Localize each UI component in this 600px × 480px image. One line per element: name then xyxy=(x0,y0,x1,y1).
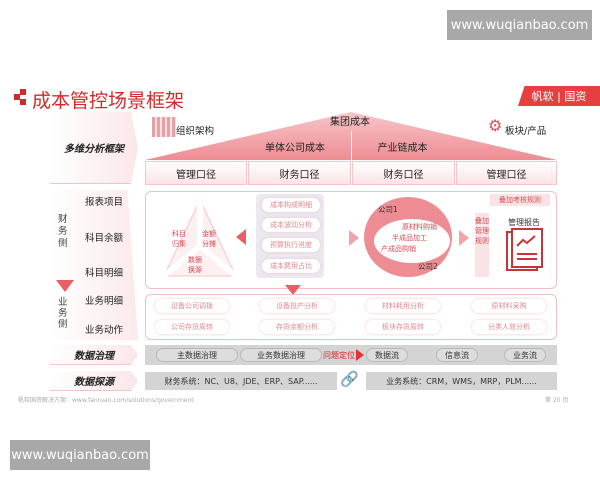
assess-box: 叠加考核规则 xyxy=(490,194,550,206)
right-arrow-icon xyxy=(459,230,469,246)
flow-item[interactable]: 信息流 xyxy=(436,348,478,362)
report-icon xyxy=(506,228,543,271)
biz-item[interactable]: 板块存货周转 xyxy=(366,320,440,334)
biz-item[interactable]: 分类人效分析 xyxy=(472,320,546,334)
roof-top: 集团成本 xyxy=(330,116,370,128)
page-title: 成本管控场景框架 xyxy=(32,90,185,112)
biz-item[interactable]: 设备公司调拨 xyxy=(155,299,229,313)
triangle-b: 金额分摊 xyxy=(202,230,216,248)
locate-label: 问题定位 xyxy=(323,351,355,360)
left-arrow-icon xyxy=(236,229,246,245)
side-bg xyxy=(50,190,138,340)
biz-item[interactable]: 设备投产分析 xyxy=(260,299,334,313)
building-icon xyxy=(152,117,176,137)
gov-item[interactable]: 主数据治理 xyxy=(156,348,238,362)
brand-logo: 帆软 | 国资 xyxy=(518,86,600,106)
finance-item: 科目明细 xyxy=(85,268,124,279)
kou-item: 管理口径 xyxy=(145,161,247,185)
biz-item[interactable]: 公司存货周转 xyxy=(155,320,229,334)
down-arrow-icon xyxy=(56,280,74,292)
flow-item[interactable]: 业务流 xyxy=(504,348,546,362)
analysis-item[interactable]: 成本构成明细 xyxy=(262,198,320,212)
footer: 帆软国资解决方案：www.fanruan.com/solutions/gover… xyxy=(18,397,194,404)
company-ellipse xyxy=(364,197,452,277)
finance-item: 报表项目 xyxy=(85,197,124,208)
org-label: 组织架构 xyxy=(176,126,215,137)
business-side-label: 业务侧 xyxy=(58,297,68,330)
triangle-c: 数据换源 xyxy=(188,256,202,274)
biz-item[interactable]: 材料耗用分析 xyxy=(366,299,440,313)
label-text: 多维分析框架 xyxy=(64,144,124,155)
ellipse-item: 原材料购销 xyxy=(402,223,437,231)
report-label: 管理报告 xyxy=(508,218,540,227)
label-source: 数据探源 xyxy=(50,371,138,391)
flow-item[interactable]: 数据流 xyxy=(366,348,408,362)
analysis-item[interactable]: 成本费用占比 xyxy=(262,259,320,273)
biz-item[interactable]: 原材料采购 xyxy=(472,299,546,313)
label-multi: 多维分析框架 xyxy=(50,112,138,184)
kou-item: 财务口径 xyxy=(352,161,455,185)
kou-item: 财务口径 xyxy=(248,161,351,185)
triangle-a: 科目归集 xyxy=(172,230,186,248)
analysis-item[interactable]: 成本波动分析 xyxy=(262,218,320,232)
rule-box: 叠加管理规则 xyxy=(475,213,489,277)
analysis-item[interactable]: 预算执行进度 xyxy=(262,238,320,252)
ellipse-item: 产成品购销 xyxy=(381,245,416,253)
right-arrow-icon xyxy=(356,349,364,361)
biz-item[interactable]: 存货余额分析 xyxy=(260,320,334,334)
watermark: www.wuqianbao.com xyxy=(447,10,592,40)
link-icon: 🔗 xyxy=(340,370,359,388)
divider xyxy=(351,131,352,161)
business-item: 业务明细 xyxy=(85,296,124,307)
ellipse-item: 半成品加工 xyxy=(392,234,427,242)
company-1: 公司1 xyxy=(378,205,398,214)
right-arrow-icon xyxy=(349,230,359,246)
robot-arm-icon: ⚙ xyxy=(488,116,503,135)
product-label: 板块/产品 xyxy=(505,126,547,137)
kou-item: 管理口径 xyxy=(456,161,557,185)
roof-left: 单体公司成本 xyxy=(265,142,325,154)
logo-icon xyxy=(14,89,26,105)
label-text: 数据治理 xyxy=(74,351,114,362)
business-item: 业务动作 xyxy=(85,325,124,336)
down-arrow-icon xyxy=(285,285,301,295)
label-text: 数据探源 xyxy=(74,377,114,388)
watermark: www.wuqianbao.com xyxy=(10,440,150,470)
finance-side-label: 财务侧 xyxy=(58,214,68,249)
label-governance: 数据治理 xyxy=(50,345,138,365)
triangle-diagram xyxy=(162,198,238,279)
finance-item: 科目余额 xyxy=(85,233,124,244)
roof-right: 产业链成本 xyxy=(377,142,428,154)
gov-item[interactable]: 业务数据治理 xyxy=(240,348,322,362)
finance-systems: 财务系统：NC、U8、JDE、ERP、SAP...... xyxy=(145,372,337,390)
company-2: 公司2 xyxy=(418,262,438,271)
business-systems: 业务系统：CRM，WMS，MRP，PLM...... xyxy=(366,372,557,390)
page-number: 第 20 页 xyxy=(545,397,569,404)
